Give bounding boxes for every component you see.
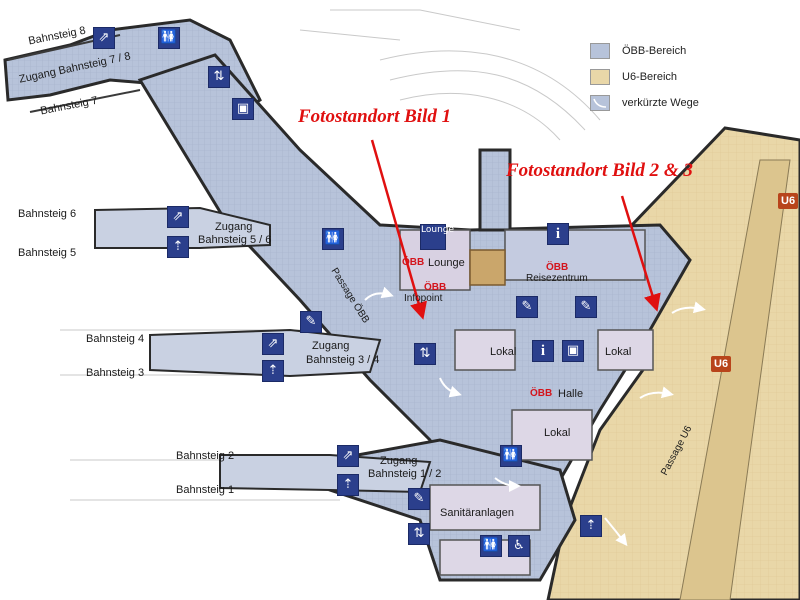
sanitaer-label: Sanitäranlagen xyxy=(440,507,515,519)
access-3-4-label-1: Zugang xyxy=(312,340,350,352)
toilet-icon: 🚻 xyxy=(158,27,180,49)
access-1-2-label-1: Zugang xyxy=(380,455,418,467)
toilet-icon: 🚻 xyxy=(322,228,344,250)
platform-4-label: Bahnsteig 4 xyxy=(86,333,145,345)
platform-1-label: Bahnsteig 1 xyxy=(176,484,235,496)
access-5-6 xyxy=(94,206,271,249)
photo-arrow-2 xyxy=(620,195,661,312)
photo-label-2-3: Fotostandort Bild 2 & 3 xyxy=(506,160,693,181)
legend-item-short-route: verkürzte Wege xyxy=(590,90,699,116)
lokal-1-label: Lokal xyxy=(490,346,517,358)
legend: ÖBB-Bereich U6-Bereich verkürzte Wege xyxy=(590,38,699,116)
photo-label-1: Fotostandort Bild 1 xyxy=(298,106,452,127)
halle-brand: ÖBB xyxy=(530,388,553,399)
stairs-icon: ⇡ xyxy=(337,474,359,496)
stairs-icon: ⇡ xyxy=(580,515,602,537)
u6-badge: U6 xyxy=(778,193,799,209)
obb-area-swatch xyxy=(590,43,610,59)
accessible-toilet-icon: ♿ xyxy=(508,535,530,557)
lounge-label: Lounge xyxy=(428,257,465,269)
access-5-6-label-2: Bahnsteig 5 / 6 xyxy=(198,234,272,246)
lounge-brand: ÖBB xyxy=(402,257,425,268)
stairs-icon: ⇡ xyxy=(167,236,189,258)
short-route-arrows xyxy=(364,286,706,547)
u6-track xyxy=(679,159,791,600)
legend-label: ÖBB-Bereich xyxy=(622,45,687,57)
elevator-icon: ⇅ xyxy=(408,523,430,545)
legend-label: verkürzte Wege xyxy=(622,97,699,109)
lokal-3-label: Lokal xyxy=(544,427,571,439)
platform-2-label: Bahnsteig 2 xyxy=(176,450,235,462)
lounge-icon: Lounge xyxy=(420,224,454,250)
platform-3-label: Bahnsteig 3 xyxy=(86,367,145,379)
luggage-icon: ▣ xyxy=(562,340,584,362)
info-icon: i xyxy=(532,340,554,362)
u6-area-swatch xyxy=(590,69,610,85)
curved-arrow-icon xyxy=(590,95,610,111)
ticket-icon: ✎ xyxy=(575,296,597,318)
elevator-icon: ⇅ xyxy=(208,66,230,88)
escalator-icon: ⇗ xyxy=(337,445,359,467)
ticket-icon: ✎ xyxy=(408,488,430,510)
escalator-icon: ⇗ xyxy=(93,27,115,49)
elevator-icon: ⇅ xyxy=(414,343,436,365)
escalator-icon: ⇗ xyxy=(262,333,284,355)
reisezentrum-brand: ÖBB xyxy=(546,262,569,273)
access-3-4-label-2: Bahnsteig 3 / 4 xyxy=(306,354,380,366)
stairs-icon: ⇡ xyxy=(262,360,284,382)
ticket-icon: ✎ xyxy=(516,296,538,318)
infopoint-label: Infopoint xyxy=(404,293,443,304)
info-icon: i xyxy=(547,223,569,245)
halle-label: Halle xyxy=(558,388,584,400)
rooms xyxy=(399,229,654,576)
legend-item-obb: ÖBB-Bereich xyxy=(590,38,699,64)
access-1-2-label-2: Bahnsteig 1 / 2 xyxy=(368,468,442,480)
lokal-2-label: Lokal xyxy=(605,346,632,358)
toilet-icon: 🚻 xyxy=(500,445,522,467)
reisezentrum-label: Reisezentrum xyxy=(526,273,588,284)
legend-item-u6: U6-Bereich xyxy=(590,64,699,90)
legend-label: U6-Bereich xyxy=(622,71,678,83)
street-lines xyxy=(60,9,601,501)
platform-5-label: Bahnsteig 5 xyxy=(18,247,77,259)
photo-arrow-1 xyxy=(370,139,427,320)
infopoint-brand: ÖBB xyxy=(424,282,447,293)
escalator-icon: ⇗ xyxy=(167,206,189,228)
access-5-6-label-1: Zugang xyxy=(215,221,253,233)
ticket-icon: ✎ xyxy=(300,311,322,333)
toilet-icon: 🚻 xyxy=(480,535,502,557)
locker-icon: ▣ xyxy=(232,98,254,120)
platform-6-label: Bahnsteig 6 xyxy=(18,208,77,220)
u6-badge: U6 xyxy=(711,356,732,372)
